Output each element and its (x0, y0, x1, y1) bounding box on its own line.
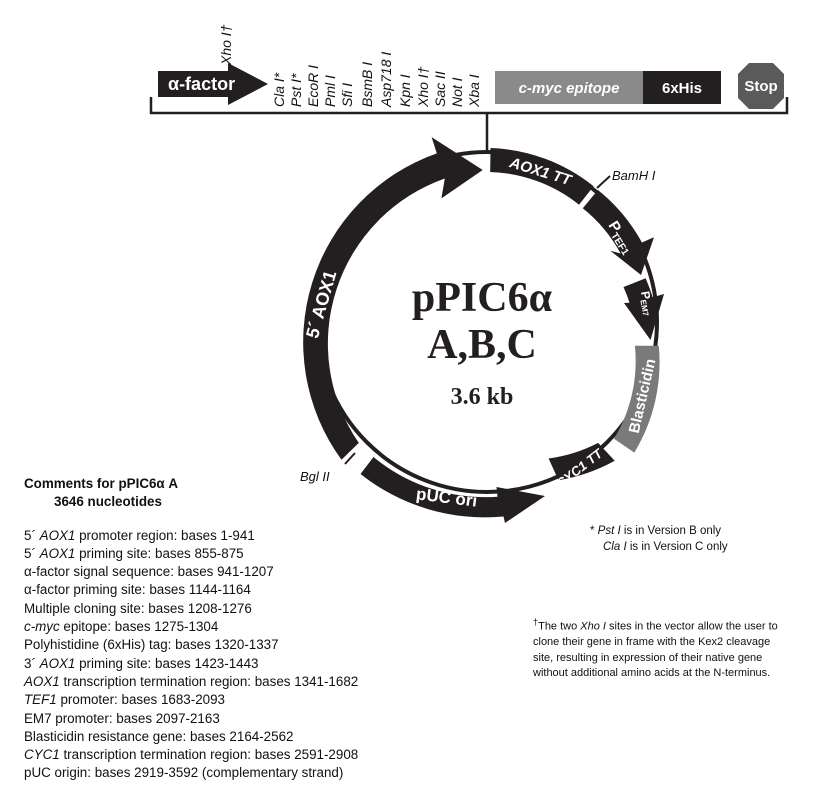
site-label: Xba I (466, 74, 482, 108)
comment-line: pUC origin: bases 2919-3592 (complementa… (24, 764, 358, 782)
comments-title: Comments for pPIC6α A (24, 476, 179, 491)
cyc1-tt-box (548, 442, 615, 481)
comment-text: pUC origin: bases 2919-3592 (complementa… (24, 765, 344, 781)
ptef1-arrow (582, 190, 654, 275)
dagger-mark: † (533, 617, 539, 627)
mcs-sites: Xho I† Cla I* Pst I* EcoR I Pml I Sfi I … (218, 24, 482, 108)
comment-text: α-factor priming site: bases 1144-1164 (24, 582, 251, 598)
aox1-5-arrow (303, 137, 483, 460)
comment-line: α-factor priming site: bases 1144-1164 (24, 581, 358, 599)
comment-line: 5´ AOX1 priming site: bases 855-875 (24, 545, 358, 563)
site-label: Cla I* (271, 72, 287, 107)
pst-star: * (590, 525, 598, 537)
xho-note-site: Xho I (580, 620, 606, 633)
comment-line: α-factor signal sequence: bases 941-1207 (24, 563, 358, 581)
stop-label: Stop (744, 78, 777, 95)
site-label: BsmB I (359, 62, 375, 107)
site-label: Asp718 I (378, 52, 394, 108)
comment-text: transcription termination region: bases … (59, 673, 359, 689)
site-label: Sfi I (339, 83, 355, 107)
pem7-sub: EM7 (638, 299, 650, 317)
alpha-factor-label: α-factor (168, 74, 235, 94)
bamhi-label: BamH I (612, 168, 656, 183)
pem7-arrow (623, 278, 664, 340)
comment-gene: CYC1 (24, 747, 60, 763)
mcs-bracket (149, 97, 789, 115)
cla-note: Cla I is in Version C only (590, 539, 728, 555)
comment-line: Blasticidin resistance gene: bases 2164-… (24, 728, 358, 746)
comment-line: 3´ AOX1 priming site: bases 1423-1443 (24, 655, 358, 673)
comment-gene: AOX1 (39, 527, 76, 543)
site-label: Pst I* (288, 73, 304, 107)
xho-note-c: sites in the vector allow the user to cl… (533, 620, 778, 680)
cmyc-box (495, 71, 643, 104)
version-note: * Pst I is in Version B only Cla I is in… (590, 523, 728, 555)
comment-line: EM7 promoter: bases 2097-2163 (24, 710, 358, 728)
pst-text: is in Version B only (620, 525, 722, 537)
comment-text: Multiple cloning site: bases 1208-1276 (24, 600, 252, 616)
site-label: Pml I (322, 75, 338, 107)
stop-octagon (738, 63, 784, 109)
comment-text: 5´ (24, 545, 40, 561)
comment-text: promoter: bases 1683-2093 (56, 692, 225, 708)
his-label: 6xHis (662, 80, 702, 97)
site-label: Sac II (432, 71, 448, 107)
comment-text: α-factor signal sequence: bases 941-1207 (24, 564, 274, 580)
comments-panel: Comments for pPIC6α A 3646 nucleotides 5… (24, 475, 358, 783)
comment-text: 5´ (24, 527, 40, 543)
xho-note: †The two Xho I sites in the vector allow… (533, 615, 778, 682)
pem7-p: P (638, 290, 653, 300)
aox1-tt-box (490, 148, 594, 205)
comment-line: TEF1 promoter: bases 1683-2093 (24, 691, 358, 709)
comment-line: CYC1 transcription termination region: b… (24, 746, 358, 764)
plasmid-name: pPIC6α (412, 275, 553, 321)
comment-text: 3´ (24, 655, 40, 671)
comments-subtitle: 3646 nucleotides (54, 494, 162, 510)
bglii-tick (344, 452, 356, 465)
site-label: Kpn I (397, 74, 413, 107)
comment-line: Multiple cloning site: bases 1208-1276 (24, 600, 358, 618)
comment-line: AOX1 transcription termination region: b… (24, 673, 358, 691)
comment-line: 5´ AOX1 promoter region: bases 1-941 (24, 527, 358, 545)
comment-text: epitope: bases 1275-1304 (59, 619, 219, 635)
site-label: Not I (449, 77, 465, 107)
site-label: Xho I† (415, 66, 431, 108)
his-box (643, 71, 721, 104)
comment-gene: AOX1 (39, 655, 76, 671)
bglii-label: Bgl II (300, 469, 330, 484)
cmyc-label: c-myc epitope (519, 80, 620, 97)
comment-text: Blasticidin resistance gene: bases 2164-… (24, 728, 294, 744)
site-xho-top: Xho I† (218, 24, 234, 66)
comment-text: promoter region: bases 1-941 (75, 527, 255, 543)
plasmid-variants: A,B,C (427, 322, 537, 368)
comment-gene: TEF1 (24, 692, 57, 708)
xho-note-a: The two (538, 620, 581, 633)
plasmid-size: 3.6 kb (451, 384, 514, 410)
comment-gene: AOX1 (39, 545, 76, 561)
comment-text: priming site: bases 1423-1443 (75, 655, 259, 671)
comment-text: EM7 promoter: bases 2097-2163 (24, 710, 220, 726)
bamhi-tick (596, 175, 611, 189)
comment-gene: c-myc (24, 619, 60, 635)
cla-text: is in Version C only (626, 541, 728, 553)
comment-line: c-myc epitope: bases 1275-1304 (24, 618, 358, 636)
cla-site: Cla I (603, 541, 627, 553)
bamhi-text: BamH I (612, 168, 656, 183)
pem7-label: PEM7 (637, 290, 656, 317)
puc-ori-arrow (360, 457, 545, 523)
site-label: EcoR I (305, 65, 321, 107)
comment-gene: AOX1 (24, 673, 60, 689)
comment-text: Polyhistidine (6xHis) tag: bases 1320-13… (24, 637, 279, 653)
comment-text: transcription termination region: bases … (59, 747, 359, 763)
pst-site: Pst I (597, 525, 621, 537)
blasticidin-box (614, 345, 660, 453)
alpha-factor-arrow (158, 63, 268, 105)
pst-note: * Pst I is in Version B only (590, 523, 728, 539)
comment-text: priming site: bases 855-875 (75, 545, 244, 561)
comment-line: Polyhistidine (6xHis) tag: bases 1320-13… (24, 636, 358, 654)
